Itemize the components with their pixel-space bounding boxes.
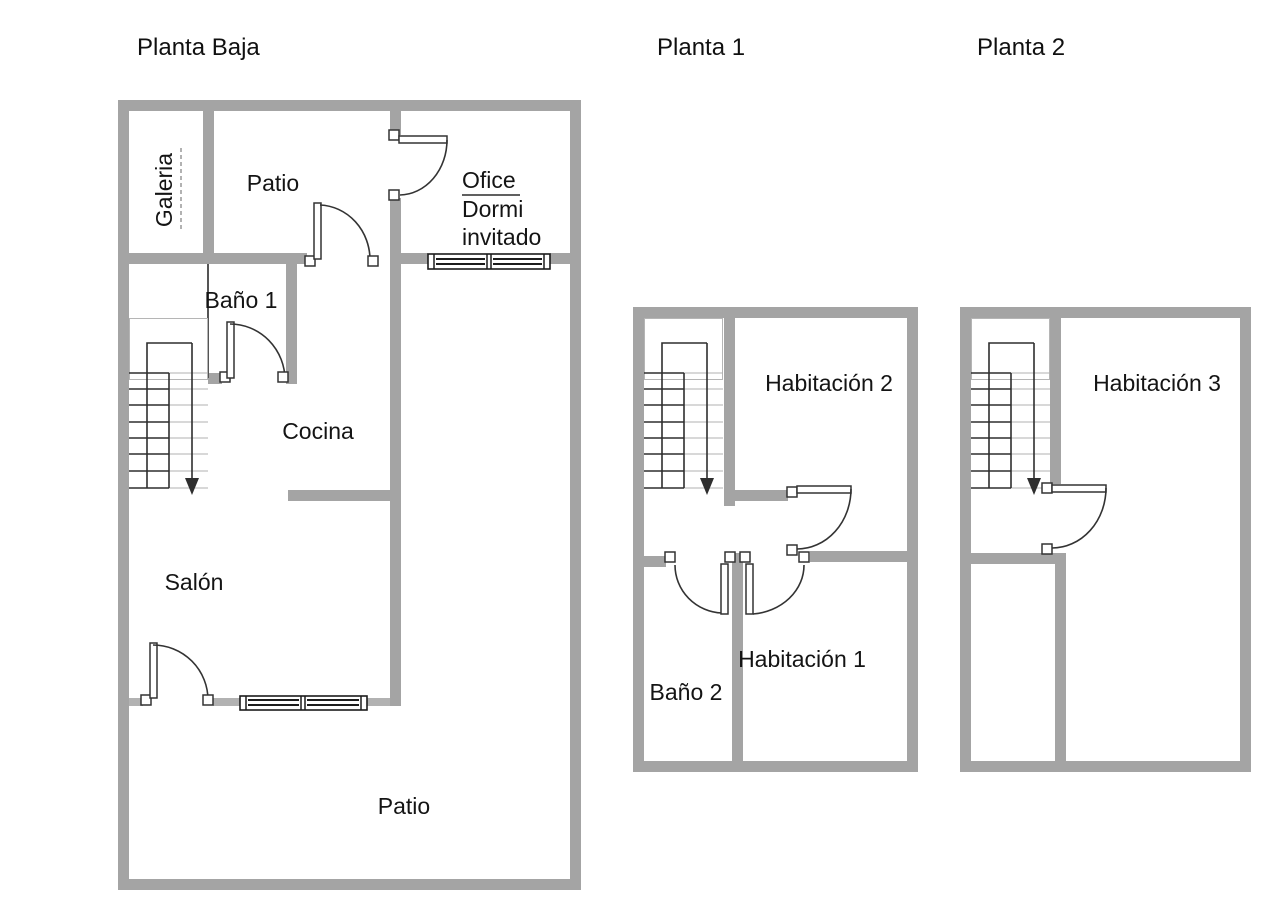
door-swing-arc	[152, 644, 209, 701]
label-invitado: invitado	[462, 224, 541, 250]
door-swing-arc	[319, 204, 371, 261]
door-swing-arc	[752, 564, 805, 615]
ofice-window	[427, 253, 551, 270]
label-ofice: Ofice	[462, 167, 516, 193]
label-galeria: Galeria	[151, 153, 177, 227]
label-salon: Salón	[165, 569, 224, 595]
stairs-planta-baja	[128, 317, 209, 496]
label-habitacion3: Habitación 3	[1093, 370, 1221, 396]
label-patio-bottom: Patio	[378, 793, 430, 819]
floor-plan-planta-baja: Planta Baja	[118, 34, 581, 890]
label-bano2: Baño 2	[650, 679, 723, 705]
title-planta-1: Planta 1	[657, 34, 745, 61]
salon-door	[140, 642, 214, 706]
label-dormi: Dormi	[462, 196, 523, 222]
door-jamb	[140, 694, 152, 706]
door-swing-arc	[1051, 487, 1107, 549]
door-swing-arc	[399, 139, 448, 196]
door-jamb	[277, 371, 289, 383]
title-planta-2: Planta 2	[977, 34, 1065, 61]
ofice-door	[388, 129, 448, 201]
bano1-door	[219, 321, 289, 383]
label-habitacion1: Habitación 1	[738, 646, 866, 672]
label-patio-top: Patio	[247, 170, 299, 196]
door-leaf	[796, 485, 852, 494]
door-jamb	[304, 255, 316, 267]
door-leaf	[720, 563, 729, 615]
door-jamb	[388, 189, 400, 201]
door-jamb	[202, 694, 214, 706]
door-leaf	[149, 642, 158, 699]
door-swing-arc	[229, 323, 286, 381]
walls-planta-baja	[118, 100, 581, 890]
stairs-planta-1	[643, 317, 724, 496]
door-jamb	[1041, 543, 1053, 555]
habitacion3-door	[1041, 482, 1107, 555]
door-leaf	[745, 563, 754, 615]
door-jamb	[786, 544, 798, 556]
label-habitacion2: Habitación 2	[765, 370, 893, 396]
door-jamb	[388, 129, 400, 141]
door-swing-arc	[674, 564, 723, 614]
door-jamb	[739, 551, 751, 563]
door-jamb	[724, 551, 736, 563]
door-jamb	[367, 255, 379, 267]
door-jamb	[786, 486, 798, 498]
door-leaf	[313, 202, 322, 260]
door-swing-arc	[796, 488, 852, 550]
door-leaf	[226, 321, 235, 379]
walls-planta-2	[960, 307, 1251, 772]
bano2-door	[664, 551, 736, 615]
door-jamb	[798, 551, 810, 563]
stairs-planta-2	[970, 317, 1051, 496]
habitacion1-door	[739, 551, 810, 615]
salon-window	[239, 695, 368, 711]
door-leaf	[1051, 484, 1107, 493]
walls-planta-1	[633, 307, 918, 772]
patio-door	[304, 202, 379, 267]
label-cocina: Cocina	[282, 418, 354, 444]
floor-plan-planta-2: Planta 2 Habitación 3	[960, 34, 1251, 772]
title-planta-baja: Planta Baja	[137, 34, 260, 61]
label-bano1: Baño 1	[205, 287, 278, 313]
door-jamb	[664, 551, 676, 563]
door-jamb	[1041, 482, 1053, 494]
door-leaf	[398, 135, 448, 144]
habitacion2-door	[786, 485, 852, 556]
floor-plan-planta-1: Planta 1	[633, 34, 918, 772]
